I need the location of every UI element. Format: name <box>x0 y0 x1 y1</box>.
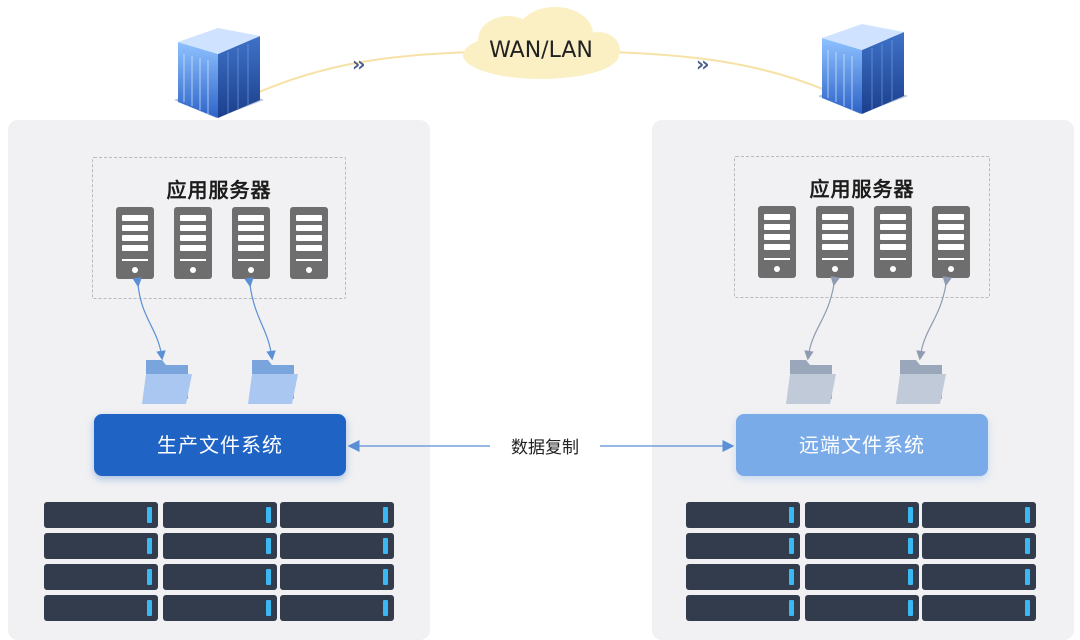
disk-drive-icon <box>44 564 158 590</box>
replication-label: 数据复制 <box>490 433 600 458</box>
disk-drive-icon <box>805 502 919 528</box>
server-icon <box>932 206 970 278</box>
disk-led <box>1025 600 1030 616</box>
server-group-title: 应用服务器 <box>166 178 272 202</box>
disk-drive-icon <box>922 595 1036 621</box>
app-server-group-right: 应用服务器 <box>734 156 990 298</box>
disk-led <box>1025 507 1030 523</box>
disk-drive-icon <box>686 502 800 528</box>
disk-led <box>383 569 388 585</box>
disk-led <box>147 507 152 523</box>
disk-drive-icon <box>163 595 277 621</box>
disk-led <box>908 600 913 616</box>
disk-led <box>383 538 388 554</box>
disk-led <box>1025 569 1030 585</box>
wan-link-right <box>611 51 831 93</box>
disk-drive-icon <box>44 533 158 559</box>
disk-drive-icon <box>280 533 394 559</box>
server-icon <box>874 206 912 278</box>
disk-led <box>383 507 388 523</box>
disk-led <box>789 507 794 523</box>
disk-drive-icon <box>805 564 919 590</box>
disk-led <box>789 569 794 585</box>
disk-led <box>266 600 271 616</box>
wan-link-left <box>249 51 471 97</box>
disk-led <box>147 600 152 616</box>
disk-drive-icon <box>163 533 277 559</box>
production-file-system: 生产文件系统 <box>94 414 346 476</box>
disk-drive-icon <box>922 564 1036 590</box>
disk-led <box>908 538 913 554</box>
network-label: WAN/LAN <box>489 38 593 63</box>
disk-drive-icon <box>805 595 919 621</box>
disk-led <box>1025 538 1030 554</box>
chevron-right-icon: ›› <box>352 52 366 76</box>
disk-led <box>789 538 794 554</box>
chevron-right-icon: ›› <box>696 52 710 76</box>
disk-drive-icon <box>280 564 394 590</box>
cloud-icon <box>463 7 620 79</box>
server-icon <box>174 207 212 279</box>
building-icon <box>174 28 264 118</box>
disk-drive-icon <box>280 595 394 621</box>
server-icon <box>290 207 328 279</box>
remote-file-system: 远端文件系统 <box>736 414 988 476</box>
server-icon <box>816 206 854 278</box>
disk-led <box>147 538 152 554</box>
disk-led <box>383 600 388 616</box>
building-icon <box>818 24 908 114</box>
disk-drive-icon <box>163 502 277 528</box>
disk-drive-icon <box>686 533 800 559</box>
disk-led <box>789 600 794 616</box>
disk-led <box>266 569 271 585</box>
disk-led <box>908 569 913 585</box>
disk-drive-icon <box>922 533 1036 559</box>
disk-drive-icon <box>922 502 1036 528</box>
server-icon <box>116 207 154 279</box>
disk-drive-icon <box>44 502 158 528</box>
disk-led <box>266 507 271 523</box>
disk-drive-icon <box>805 533 919 559</box>
disk-drive-icon <box>44 595 158 621</box>
disk-drive-icon <box>163 564 277 590</box>
disk-drive-icon <box>686 595 800 621</box>
disk-drive-icon <box>280 502 394 528</box>
server-group-title: 应用服务器 <box>809 177 915 201</box>
server-icon <box>232 207 270 279</box>
disk-drive-icon <box>686 564 800 590</box>
disk-led <box>266 538 271 554</box>
disk-led <box>147 569 152 585</box>
server-icon <box>758 206 796 278</box>
app-server-group-left: 应用服务器 <box>92 157 346 299</box>
disk-led <box>908 507 913 523</box>
